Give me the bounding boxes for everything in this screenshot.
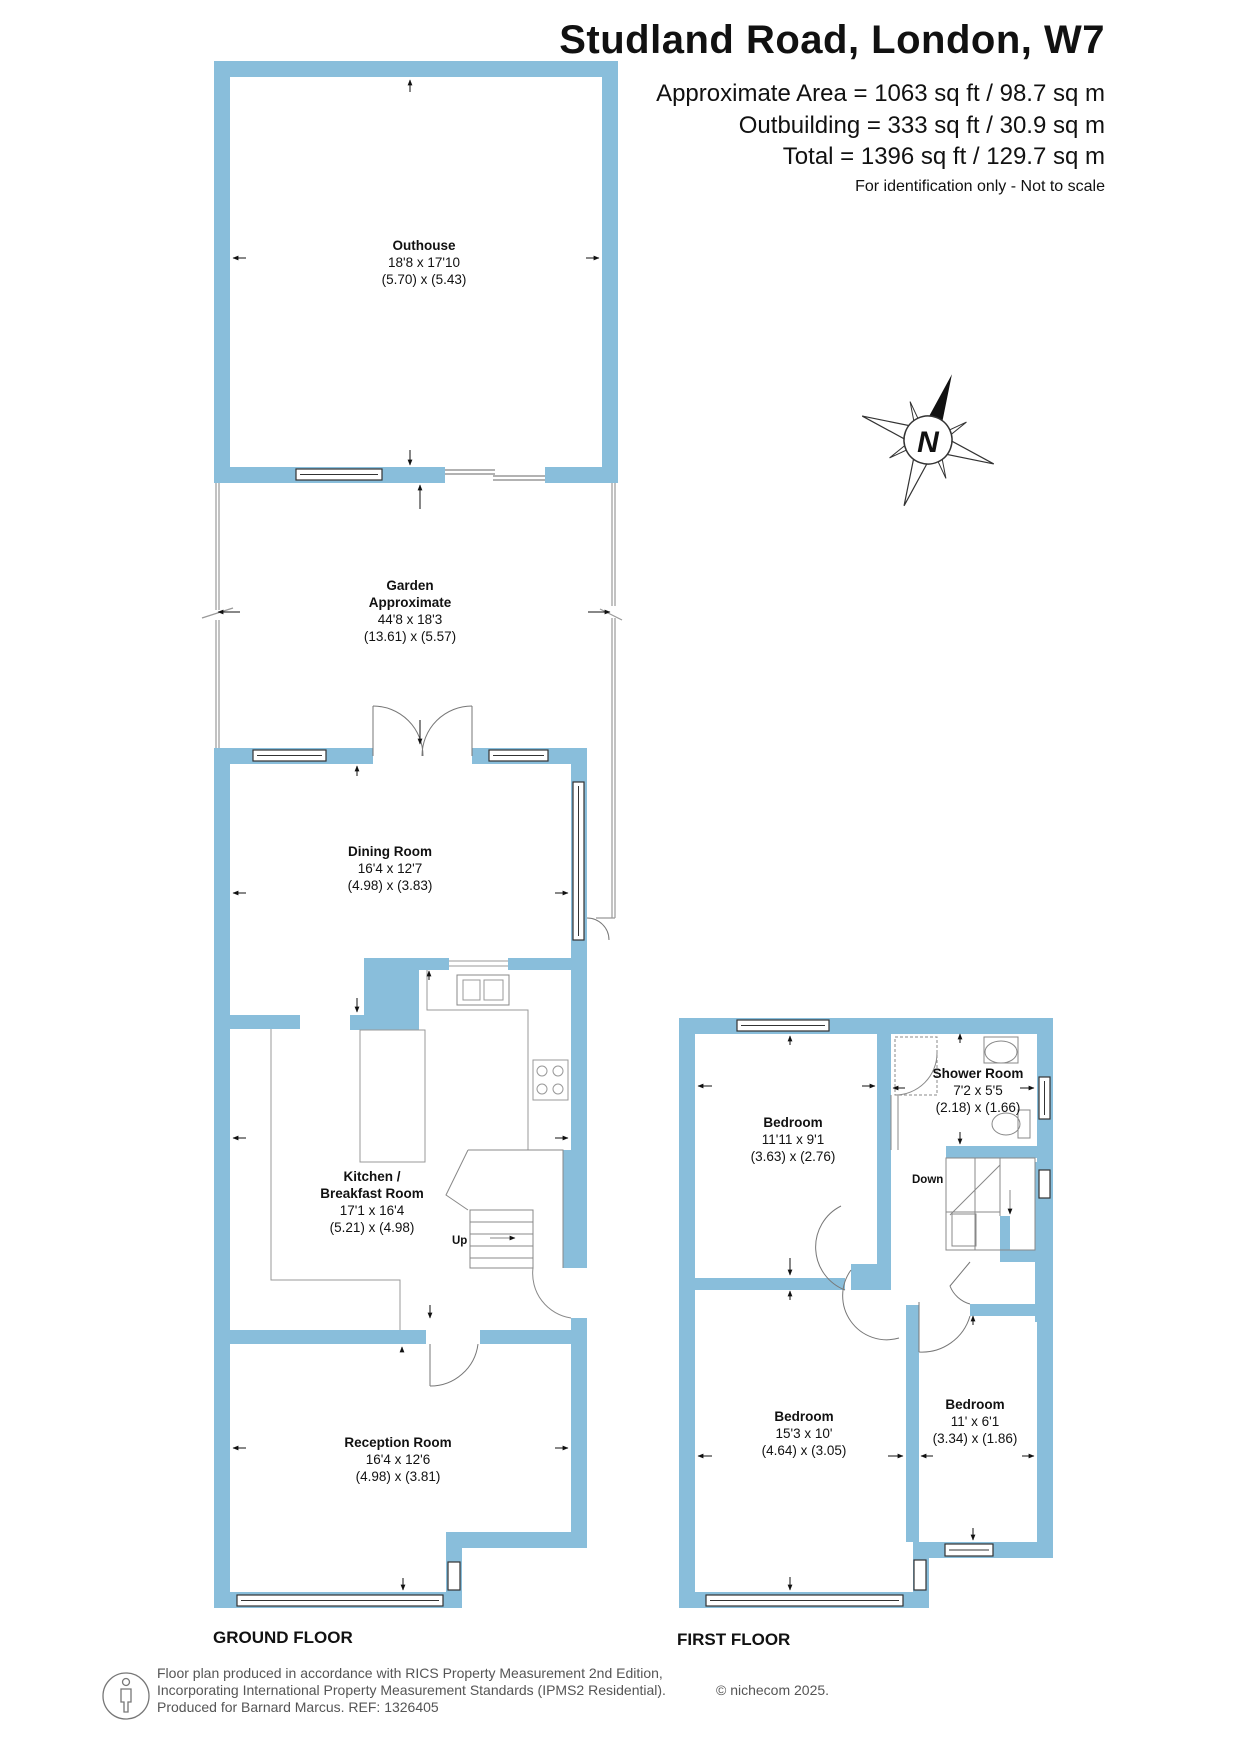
room-name: Bedroom [945,1397,1004,1412]
room-name: Bedroom [763,1115,822,1130]
room-metric: (5.70) x (5.43) [382,272,467,287]
room-imperial: 11' x 6'1 [951,1414,999,1429]
room-imperial: 11'11 x 9'1 [762,1132,824,1147]
room-metric: (3.63) x (2.76) [751,1149,836,1164]
compass-icon [861,374,995,507]
first-floor-doors [815,1205,971,1353]
room-bedroom-1: Bedroom 11'11 x 9'1 (3.63) x (2.76) [751,1115,836,1164]
compass-letter: N [917,426,940,459]
footer-line-1: Floor plan produced in accordance with R… [157,1665,663,1681]
room-metric: (4.64) x (3.05) [762,1443,847,1458]
room-metric: (5.21) x (4.98) [330,1220,415,1235]
footer-line-2: Incorporating International Property Mea… [157,1682,666,1698]
room-imperial: 17'1 x 16'4 [340,1203,405,1218]
garden-fence [201,483,623,919]
room-garden: Garden Approximate 44'8 x 18'3 (13.61) x… [364,578,456,644]
first-floor-label: FIRST FLOOR [677,1630,790,1649]
ground-floor-label: GROUND FLOOR [213,1628,353,1647]
total-area: Total = 1396 sq ft / 129.7 sq m [782,143,1105,170]
copyright: © nichecom 2025. [716,1682,830,1698]
room-name: Shower Room [933,1066,1024,1081]
room-imperial: 16'4 x 12'6 [366,1452,430,1467]
room-dining: Dining Room 16'4 x 12'7 (4.98) x (3.83) [348,844,433,893]
stairs-down-label: Down [912,1174,943,1186]
room-imperial: 15'3 x 10' [776,1426,833,1441]
room-imperial: 18'8 x 17'10 [388,255,460,270]
room-imperial: 44'8 x 18'3 [378,612,442,627]
dimension-arrows [217,79,1035,1591]
room-name-2: Breakfast Room [320,1186,424,1201]
room-name: Garden [386,578,433,593]
room-bedroom-3: Bedroom 11' x 6'1 (3.34) x (1.86) [933,1397,1018,1446]
room-shower: Shower Room 7'2 x 5'5 (2.18) x (1.66) [933,1066,1024,1115]
outbuilding-area: Outbuilding = 333 sq ft / 30.9 sq m [738,112,1105,139]
first-floor-stairs [945,1157,1036,1251]
person-icon [102,1672,150,1720]
room-imperial: 7'2 x 5'5 [953,1083,1002,1098]
room-outhouse: Outhouse 18'8 x 17'10 (5.70) x (5.43) [382,238,467,287]
side-door [586,917,610,941]
room-metric: (4.98) x (3.83) [348,878,433,893]
kitchen-fittings [270,960,569,1330]
outhouse-walls [214,61,618,483]
french-doors [372,705,473,757]
room-kitchen: Kitchen / Breakfast Room 17'1 x 16'4 (5.… [320,1169,424,1235]
room-imperial: 16'4 x 12'7 [358,861,422,876]
room-name: Kitchen / [343,1169,400,1184]
room-metric: (13.61) x (5.57) [364,629,456,644]
room-name: Outhouse [393,238,456,253]
room-name-2: Approximate [369,595,452,610]
page-title: Studland Road, London, W7 [559,18,1105,62]
room-name: Reception Room [344,1435,451,1450]
room-metric: (2.18) x (1.66) [936,1100,1021,1115]
room-name: Bedroom [774,1409,833,1424]
room-metric: (3.34) x (1.86) [933,1431,1018,1446]
room-name: Dining Room [348,844,432,859]
outhouse-sliding-door [445,469,545,481]
footer-line-3: Produced for Barnard Marcus. REF: 132640… [157,1699,439,1715]
stairs-up-label: Up [452,1235,467,1247]
reception-door [429,1343,479,1387]
scale-note: For identification only - Not to scale [855,178,1105,195]
footer: Floor plan produced in accordance with R… [157,1665,666,1716]
room-metric: (4.98) x (3.81) [356,1469,441,1484]
room-reception: Reception Room 16'4 x 12'6 (4.98) x (3.8… [344,1435,451,1484]
ground-floor-stairs [445,1149,572,1319]
approximate-area: Approximate Area = 1063 sq ft / 98.7 sq … [656,80,1105,107]
room-bedroom-2: Bedroom 15'3 x 10' (4.64) x (3.05) [762,1409,847,1458]
shower-room-fittings [890,1036,1031,1150]
